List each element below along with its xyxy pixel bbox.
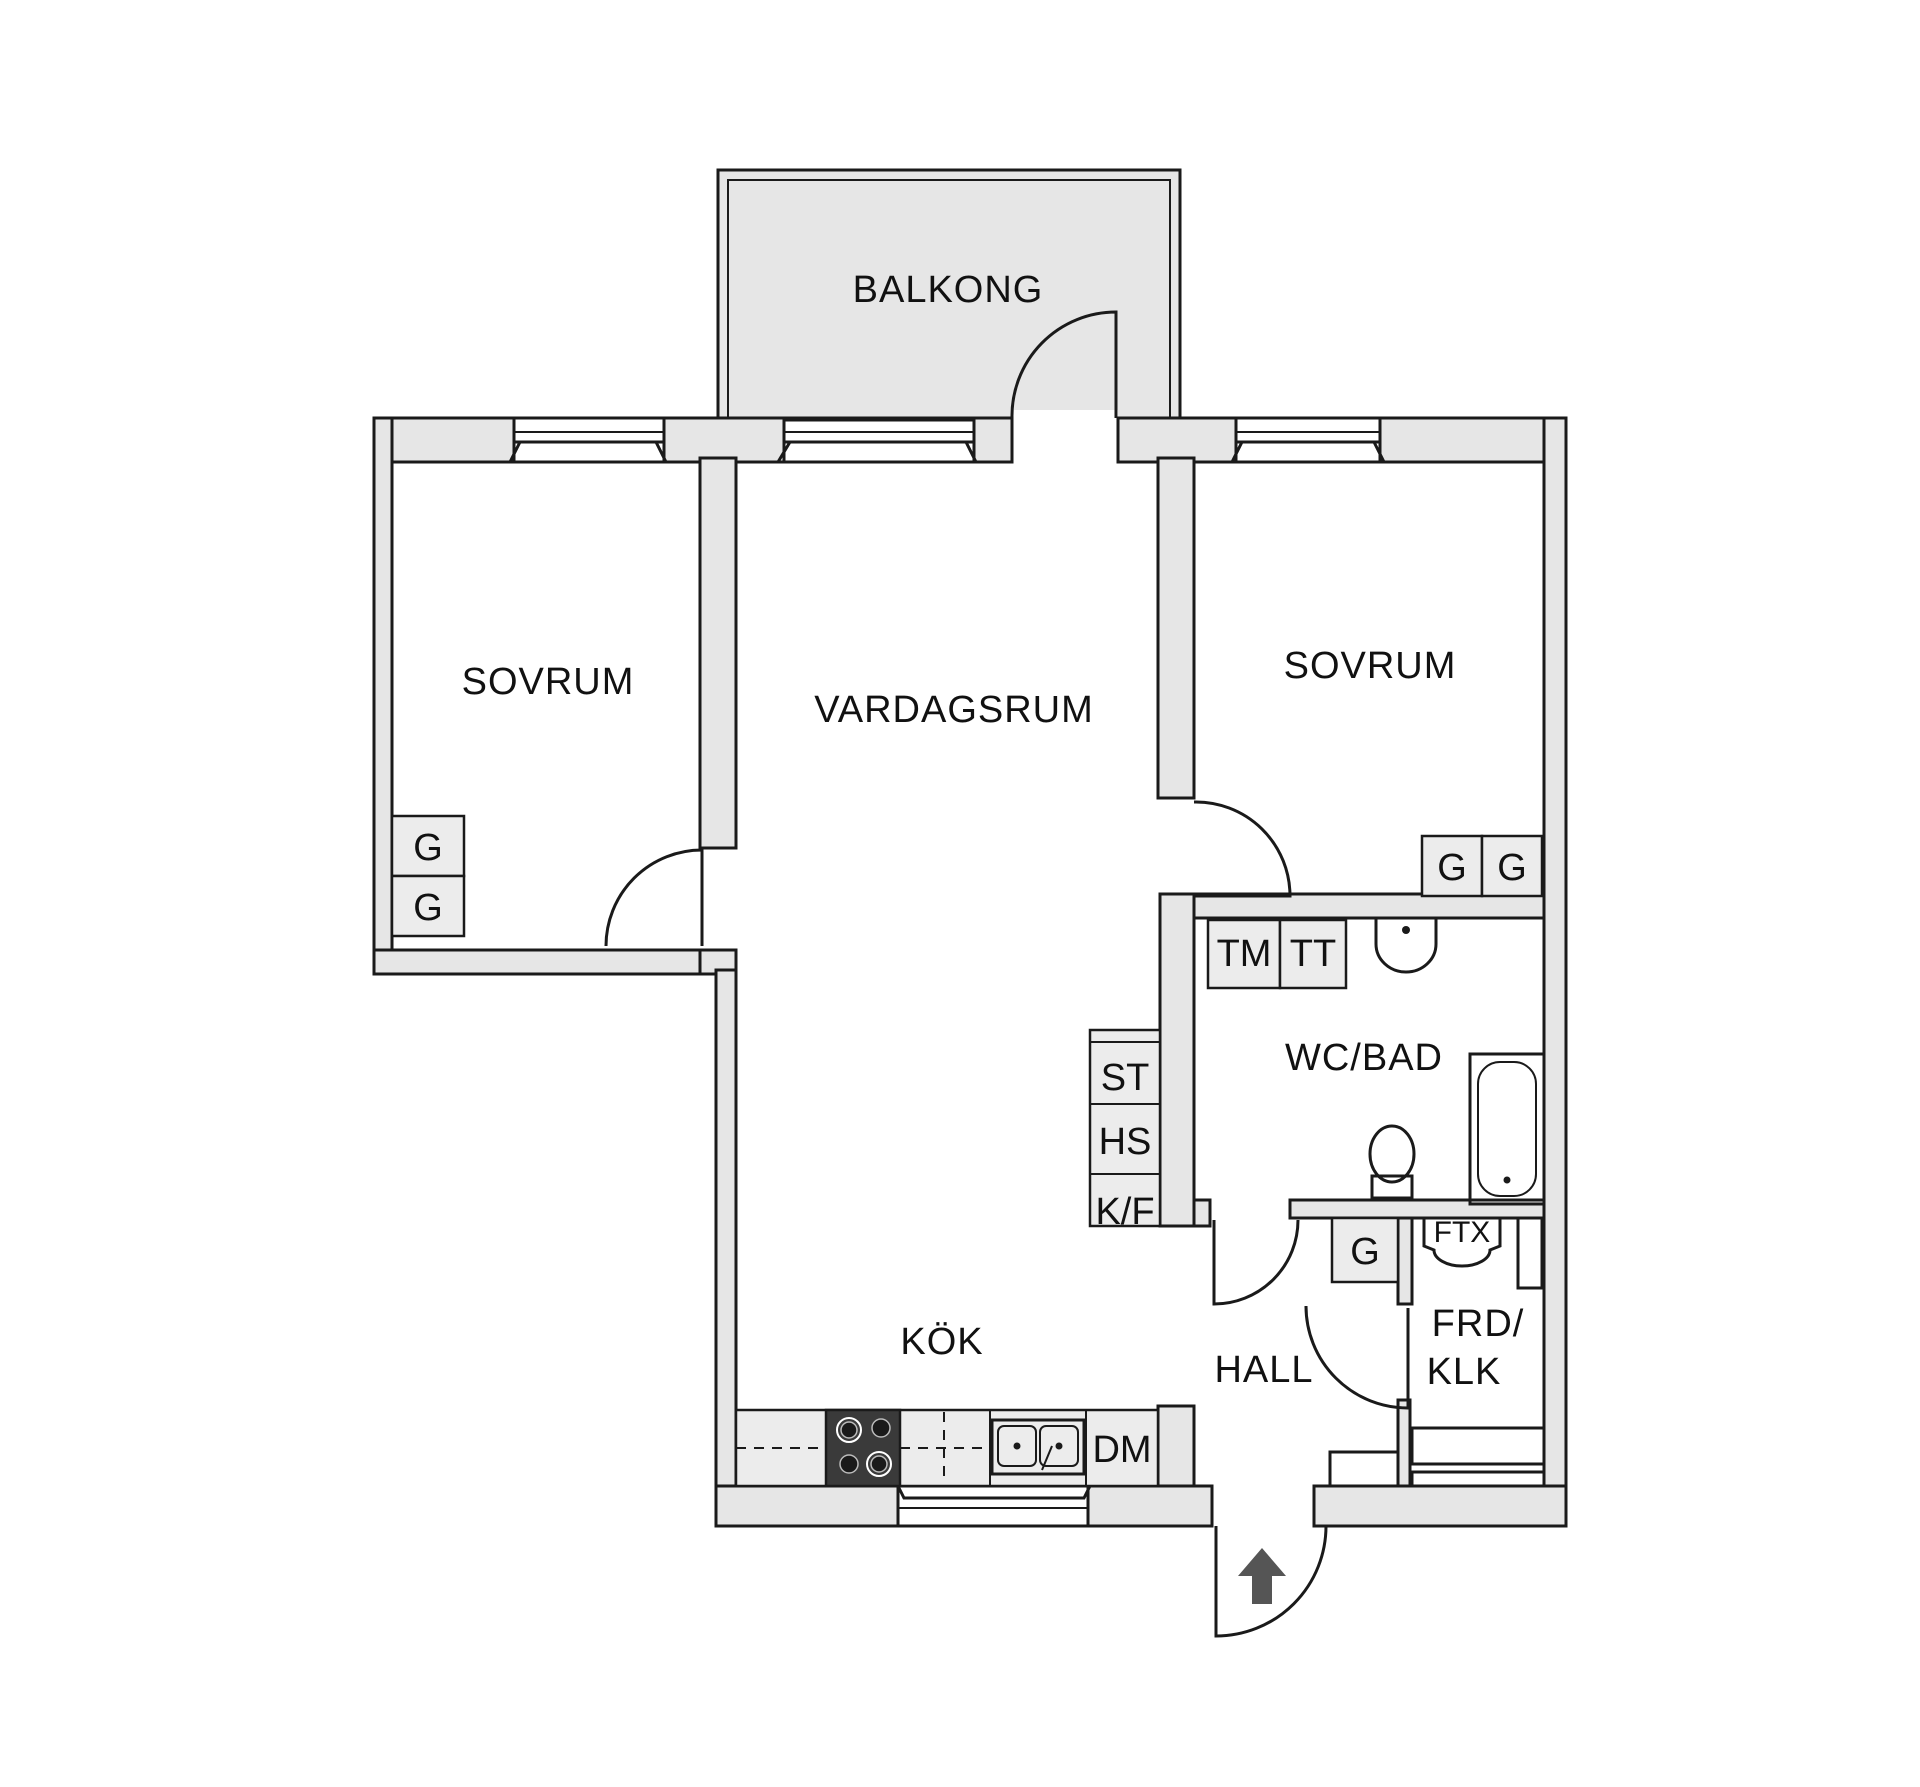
wardrobe-label: G <box>413 827 443 869</box>
bathroom-door <box>1212 1219 1300 1306</box>
toilet-icon <box>1368 1124 1416 1200</box>
kitchen-counter: DM <box>734 1408 1160 1488</box>
room-label-vardagsrum: VARDAGSRUM <box>814 689 1094 731</box>
room-label-frd: FRD/ <box>1432 1303 1525 1345</box>
entrance-arrow-icon <box>1238 1548 1286 1604</box>
ventilation-label: FTX <box>1434 1216 1491 1249</box>
wardrobe-label: G <box>1437 847 1467 889</box>
right-wardrobes: G G <box>1420 834 1544 898</box>
entrance-door <box>1214 1525 1328 1638</box>
wardrobe-label: G <box>413 887 443 929</box>
stove-icon <box>824 1408 902 1488</box>
left-bedroom-door <box>604 848 704 947</box>
room-label-klk: KLK <box>1427 1351 1502 1393</box>
bathroom-fixtures: TM TT <box>1206 918 1546 1206</box>
room-label-balkong: BALKONG <box>853 269 1044 311</box>
dryer-label: TT <box>1290 933 1336 975</box>
room-label-hall: HALL <box>1214 1349 1313 1391</box>
wardrobe-label: G <box>1497 847 1527 889</box>
room-label-wc-bad: WC/BAD <box>1285 1037 1443 1079</box>
fridge-freezer-label: K/F <box>1095 1191 1154 1233</box>
room-labels: BALKONG SOVRUM VARDAGSRUM SOVRUM WC/BAD … <box>462 269 1525 1393</box>
left-wardrobes: G G <box>390 814 466 938</box>
closet-door <box>1304 1305 1410 1410</box>
dishwasher-label: DM <box>1092 1429 1151 1471</box>
sink-icon <box>1374 918 1438 974</box>
room-label-kok: KÖK <box>900 1321 983 1363</box>
room-label-sovrum-left: SOVRUM <box>462 661 635 703</box>
hall-fixtures: G FTX <box>1328 1216 1546 1488</box>
cabinet-label: ST <box>1101 1057 1150 1099</box>
balcony-door-arc <box>1010 310 1118 419</box>
washer-label: TM <box>1217 933 1272 975</box>
doors <box>604 800 1410 1638</box>
ventilation-unit <box>1422 1218 1502 1268</box>
kitchen-sink-icon <box>990 1418 1086 1476</box>
wardrobe-label: G <box>1350 1231 1380 1273</box>
right-bedroom-door <box>1193 800 1292 898</box>
bathtub-icon <box>1468 1052 1546 1206</box>
cabinet-label: HS <box>1099 1121 1152 1163</box>
room-label-sovrum-right: SOVRUM <box>1284 645 1457 687</box>
walls <box>372 416 1568 1528</box>
kitchen-tall-units: ST HS K/F <box>1088 1028 1162 1233</box>
windows <box>507 416 1387 1528</box>
balcony <box>716 168 1182 430</box>
